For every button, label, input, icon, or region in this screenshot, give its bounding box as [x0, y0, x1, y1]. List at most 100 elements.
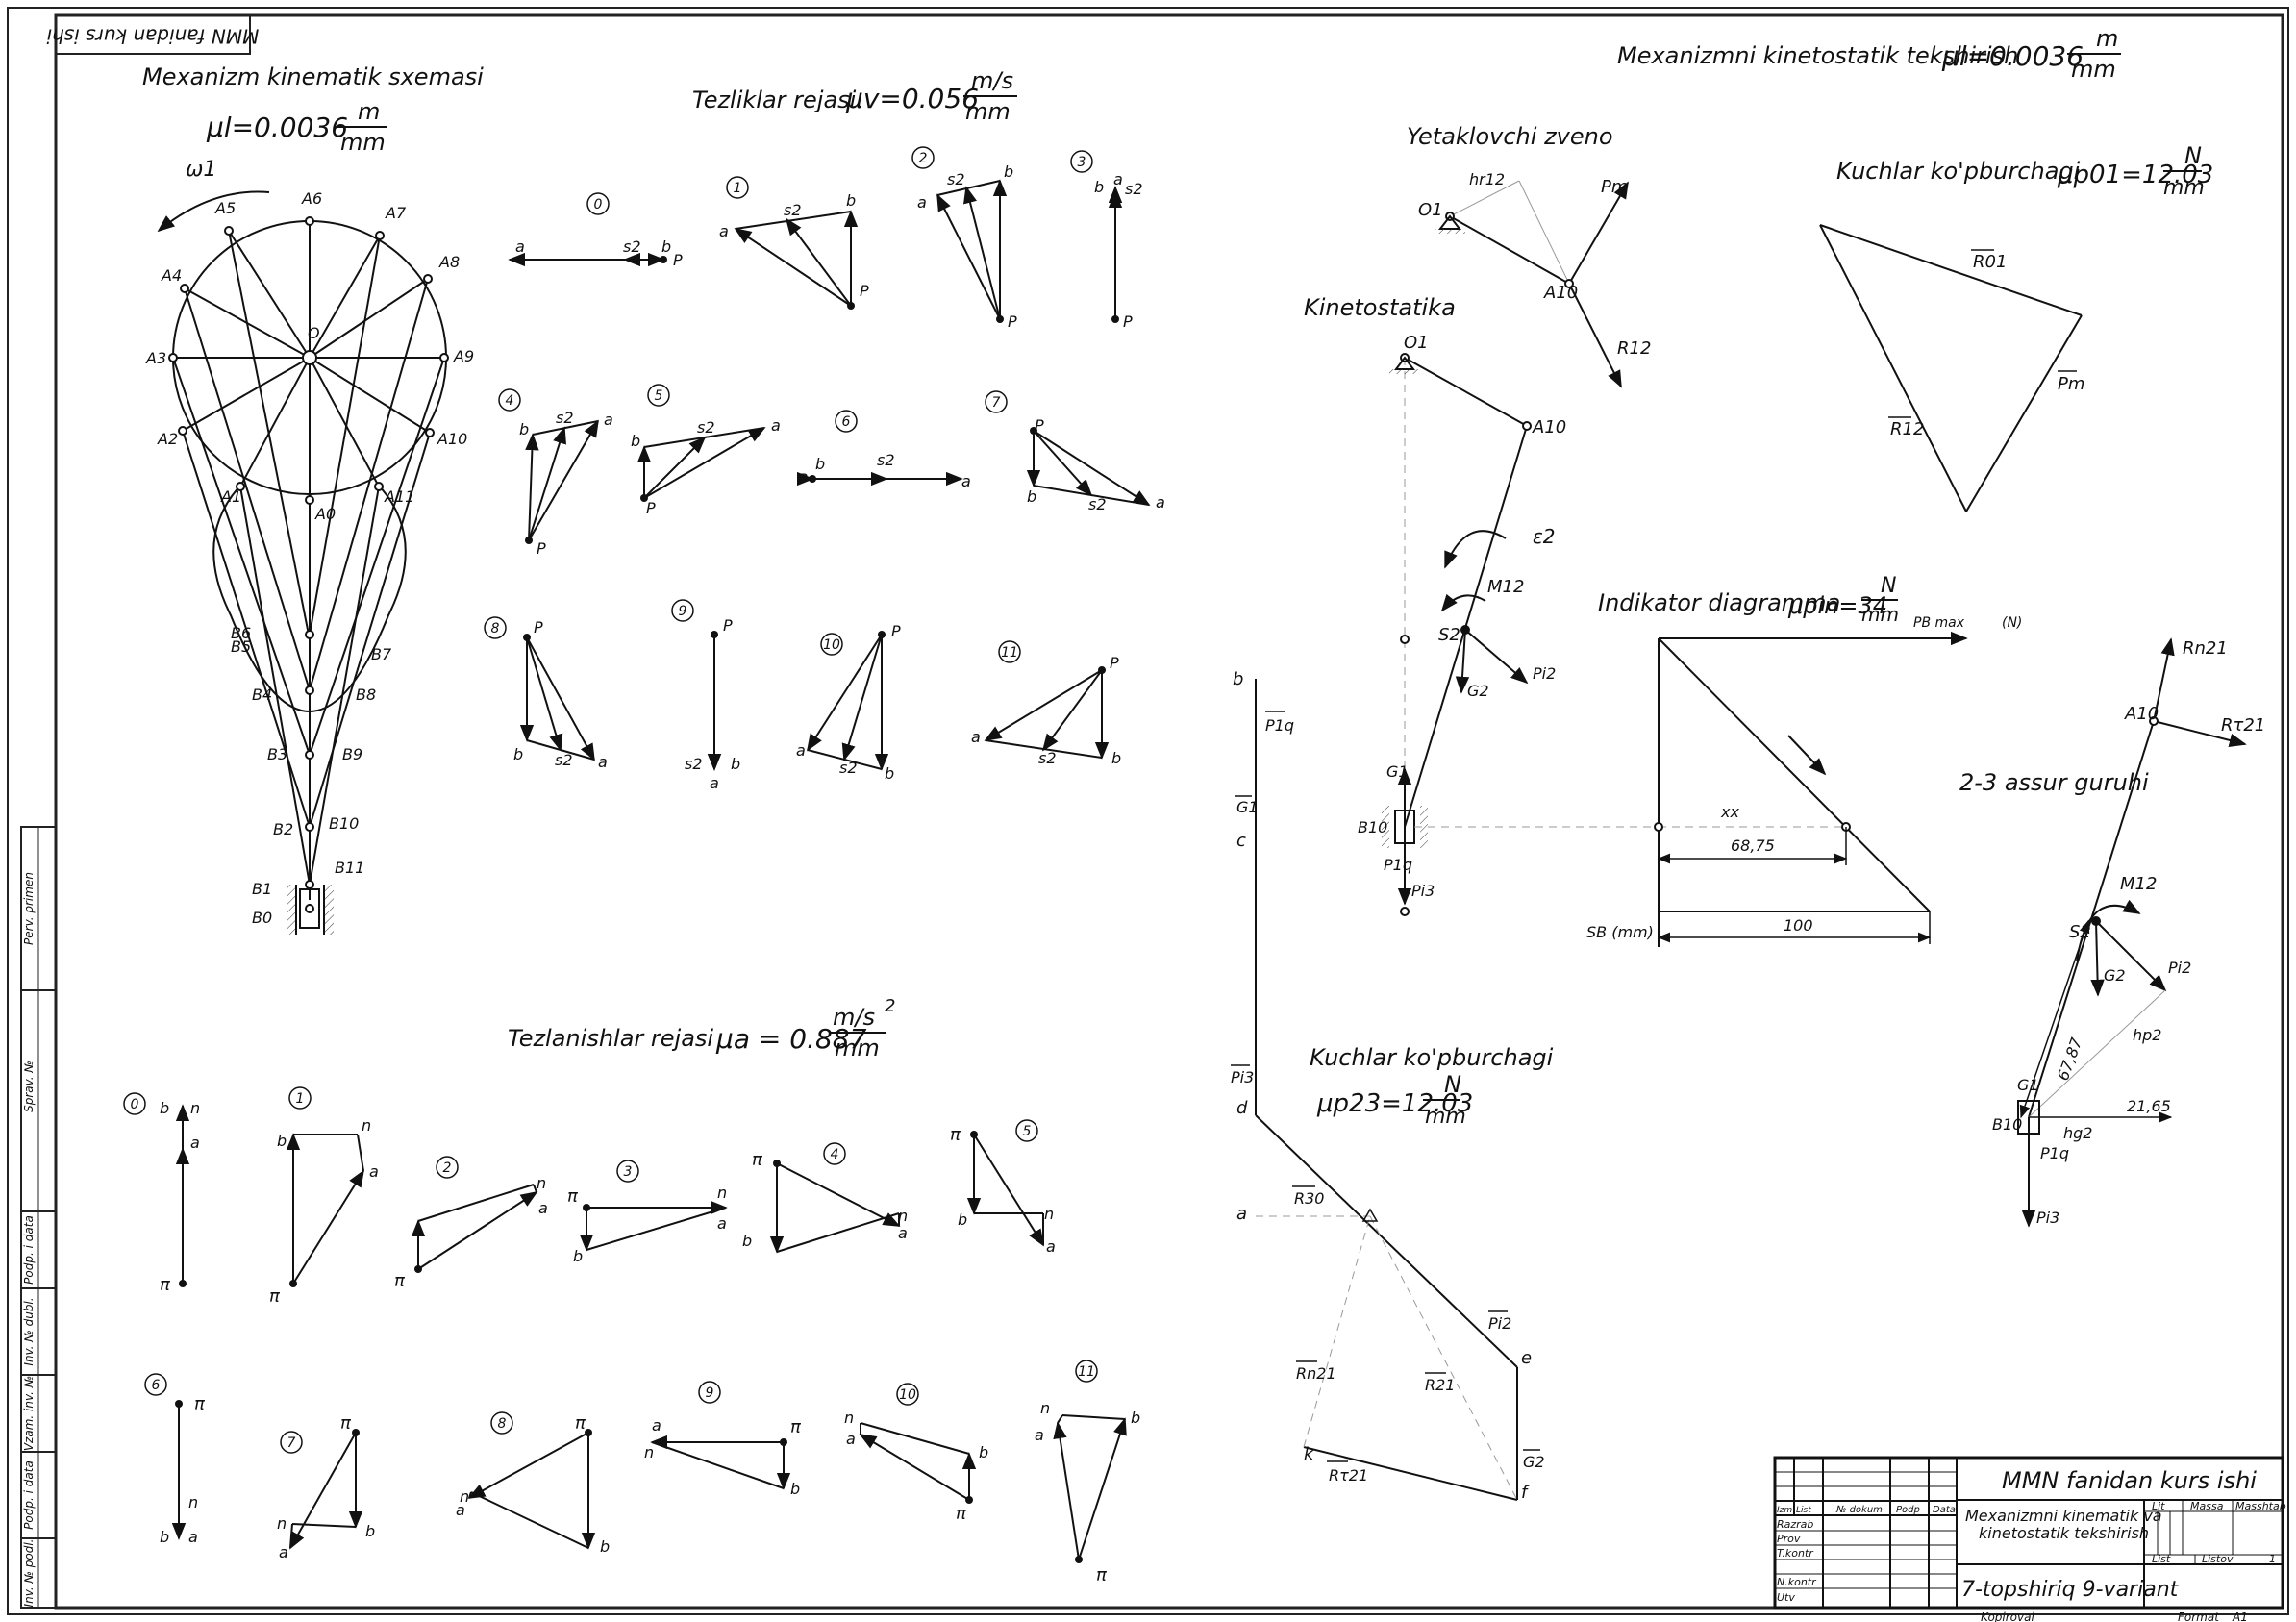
- indicator-xx: xx: [1720, 803, 1739, 821]
- kinematic-joints: A1A2A3A4A5A6A7A8A9A10A11B0B1B2B3B4B5B6B7…: [145, 189, 474, 927]
- acceleration-vector-nb: [860, 1422, 970, 1455]
- velocity-label-a: a: [1156, 493, 1165, 512]
- velocity-vector-pa: [734, 228, 852, 307]
- velocity-pole: [711, 631, 718, 638]
- acceleration-label-pi: π: [1096, 1565, 1108, 1585]
- tb-format: Format: [2178, 1610, 2220, 1622]
- joint-B-2: [305, 750, 314, 760]
- acceleration-label-a: a: [369, 1162, 379, 1181]
- acceleration-vector-pia: [289, 1432, 357, 1550]
- kin-M12: M12: [1487, 577, 1524, 597]
- acceleration-pole: [1075, 1556, 1083, 1563]
- acceleration-vector-pia: [417, 1191, 538, 1270]
- velocity-label-a: a: [961, 472, 971, 490]
- connecting-rod-9: [309, 357, 445, 756]
- fp23-a: a: [1236, 1204, 1247, 1224]
- crank-line-7: [309, 235, 381, 359]
- fp-top-unit-den: mm: [2163, 176, 2205, 200]
- velocity-label-p: P: [1110, 654, 1119, 672]
- joint-A0: [305, 495, 314, 505]
- acceleration-plan-number: 6: [152, 1378, 161, 1393]
- force-polygon-top: Kuchlar ko'pburchagi μp01=12.03 N mm R01…: [1819, 142, 2213, 512]
- velocity-label-s2: s2: [1125, 180, 1143, 198]
- kin-S2: S2: [1438, 625, 1460, 645]
- acceleration-vector-an: [357, 1134, 364, 1172]
- tb-header: MMN fanidan kurs ishi: [2002, 1467, 2257, 1494]
- velocity-vector-pa: [643, 427, 766, 499]
- connecting-rod-11: [309, 486, 380, 886]
- acceleration-plan-number-circle: [1015, 1119, 1038, 1142]
- acceleration-label-n: n: [537, 1174, 546, 1192]
- kin-G1: G1: [1386, 762, 1409, 781]
- velocity-plan-number-circle: [671, 599, 694, 622]
- acceleration-label-pi: π: [340, 1413, 352, 1434]
- acceleration-vector-an: [533, 1184, 537, 1193]
- label-B0: B0: [252, 909, 272, 927]
- tb-variant: 7-topshiriq 9-variant: [1961, 1578, 2180, 1602]
- kin-eps2: ε2: [1533, 525, 1556, 548]
- acceleration-vector-nb: [291, 1523, 357, 1528]
- velocity-label-a: a: [515, 237, 525, 256]
- acceleration-plan-number: 4: [831, 1147, 839, 1162]
- acceleration-vector-nb: [417, 1184, 535, 1222]
- acceleration-plan-number-circle: [698, 1381, 721, 1404]
- acceleration-label-a: a: [846, 1430, 856, 1448]
- kinetostatic-header: Mexanizmni kinetostatik tekshirish μl=0.…: [1617, 25, 2121, 83]
- leading-Pm: Pm: [1601, 177, 1628, 197]
- fp-top-Pm: Pm: [2058, 374, 2084, 394]
- acceleration-plan-number: 0: [131, 1097, 139, 1112]
- label-B10: B10: [329, 814, 359, 833]
- kin-B10: B10: [1358, 818, 1387, 836]
- joint-A7: [375, 231, 385, 240]
- side-strip: Perv. primen Sprav. № Podp. i data Inv. …: [20, 826, 57, 1609]
- kin-P1q: P1q: [1384, 856, 1412, 874]
- crank-line-10: [309, 357, 431, 434]
- connecting-rod-8: [309, 278, 429, 691]
- crank-line-2: [182, 357, 311, 432]
- joint-A1: [236, 482, 245, 491]
- fp23-P1q: P1q: [1265, 716, 1294, 735]
- velocity-label-p: P: [860, 282, 869, 300]
- velocity-plan-number: 9: [679, 604, 687, 619]
- indicator-dim2: 100: [1784, 916, 1813, 935]
- acceleration-plan-number-circle: [1075, 1360, 1098, 1383]
- crank-line-5: [228, 230, 311, 359]
- joint-B-3: [305, 822, 314, 832]
- center-joint: [302, 350, 317, 365]
- acceleration-plan-number: 5: [1023, 1124, 1032, 1139]
- assur-A10: A10: [2124, 704, 2159, 724]
- acceleration-plan-number: 7: [287, 1435, 296, 1451]
- velocity-vector-pa: [984, 669, 1103, 741]
- assur-B10: B10: [1992, 1115, 2022, 1134]
- velocity-label-b: b: [1004, 162, 1013, 181]
- slider-block: [299, 888, 320, 929]
- velocity-label-b: b: [885, 764, 894, 783]
- acceleration-pole: [965, 1496, 973, 1504]
- tb-masshtab: Masshtab: [2235, 1500, 2286, 1512]
- velocity-plan-number: 2: [919, 151, 928, 166]
- velocity-pole: [640, 494, 648, 502]
- acceleration-pole: [414, 1265, 422, 1273]
- label-A2: A2: [157, 430, 178, 448]
- velocity-plan-number: 10: [823, 637, 840, 653]
- velocity-vector-pa: [526, 636, 595, 761]
- fp-top-R12: R12: [1890, 419, 1924, 439]
- assur-hg2: hg2: [2063, 1124, 2092, 1142]
- fp23-G1: G1: [1236, 798, 1259, 816]
- kinetostatic-unit-den: mm: [2071, 56, 2116, 83]
- velocity-label-p: P: [1035, 416, 1044, 435]
- acceleration-vector-nb: [776, 1212, 900, 1253]
- acceleration-vector-pib: [1078, 1417, 1127, 1560]
- indicator-dim1: 68,75: [1731, 836, 1775, 855]
- velocity-label-s2: s2: [784, 201, 802, 219]
- velocity-pole: [660, 256, 667, 263]
